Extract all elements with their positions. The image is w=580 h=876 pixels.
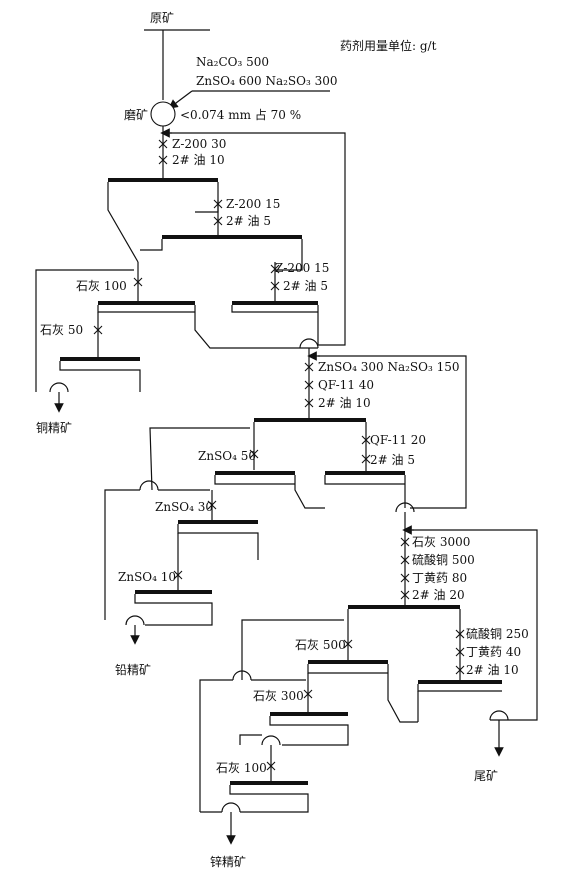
copper-clean2-cell [59,357,141,392]
copper-clean1-reagent: 石灰 100 [76,279,127,293]
zinc-clean3-cell [229,781,309,813]
zinc-clean2-reagent: 石灰 300 [253,689,304,703]
lead-clean3-reagent: ZnSO₄ 10 [118,570,176,584]
copper-scav1-reagent-1: Z-200 15 [226,197,280,211]
zinc-rougher-reagent-4: 2# 油 20 [412,588,465,602]
tailings-label: 尾矿 [474,769,498,783]
reagent-arrow [168,90,193,109]
reagent-point-zinc-clean1 [343,639,353,649]
copper-clean1-cell [97,301,318,349]
lead-scav-reagent-1: QF-11 20 [370,433,426,447]
reagent-point-zinc-clean2 [303,689,313,699]
grinding-mill-icon [150,101,176,127]
lead-clean3-cell [134,590,213,626]
zinc-clean2-cell [269,712,349,746]
reagent-point-copper-clean2 [93,325,103,335]
lead-rougher-cell [253,418,367,472]
zinc-clean3-reagent: 石灰 100 [216,761,267,775]
reagent-point-zinc-rougher [400,537,410,600]
reagent-point-copper-scav2 [270,264,280,291]
zinc-clean1-reagent: 石灰 500 [295,638,346,652]
reagent-point-zinc-scav [455,629,465,675]
reagent-point-copper-scav1 [213,199,223,226]
pipe-crossover-icon [299,338,319,349]
lead-rougher-reagent-3: 2# 油 10 [318,396,371,410]
lead-clean1-recycle [149,427,250,491]
grinding-label: 磨矿 [124,108,148,122]
copper-scav1-reagent-2: 2# 油 5 [226,214,271,228]
copper-clean2-reagent: 石灰 50 [40,323,83,337]
reagent-point-copper-rougher [158,139,168,165]
copper-scav1-cell [140,235,303,271]
lead-scav-recycle [318,355,467,509]
lead-clean1-reagent: ZnSO₄ 50 [198,449,256,463]
reagent-point-zinc-clean3 [266,761,276,771]
copper-clean1-recycle [35,269,134,392]
feed-label: 原矿 [150,11,174,25]
copper-scav-recycle [170,132,346,346]
reagent-point-lead-clean3 [173,570,183,580]
unit-note: 药剂用量单位: g/t [340,38,437,53]
grinding-reagent-2: ZnSO₄ 600 Na₂SO₃ 300 [196,74,338,88]
copper-rougher-reagent-2: 2# 油 10 [172,153,225,167]
reagent-point-lead-clean1 [249,449,259,459]
copper-rougher-cell [107,178,219,263]
copper-scav2-reagent-1: Z-200 15 [275,261,329,275]
grinding-reagent-1: Na₂CO₃ 500 [196,55,269,69]
lead-product-label: 铅精矿 [115,663,151,677]
copper-scav2-reagent-2: 2# 油 5 [283,279,328,293]
reagent-point-copper-clean1 [133,277,143,287]
copper-scav2-cell [231,301,319,345]
lead-clean2-reagent: ZnSO₄ 30 [155,500,213,514]
lead-rougher-reagent-2: QF-11 40 [318,378,374,392]
lead-clean1-cell [214,471,325,509]
reagent-point-lead-rougher [304,362,314,408]
zinc-rougher-reagent-1: 石灰 3000 [412,535,470,549]
zinc-scav-recycle [412,529,538,721]
zinc-product-label: 锌精矿 [210,855,246,869]
lead-scav-reagent-2: 2# 油 5 [370,453,415,467]
reagent-point-lead-clean2 [207,500,217,510]
zinc-rougher-reagent-2: 硫酸铜 500 [412,552,475,567]
copper-rougher-reagent-1: Z-200 30 [172,137,226,151]
zinc-scav-cell [417,680,502,722]
lead-rougher-reagent-1: ZnSO₄ 300 Na₂SO₃ 150 [318,360,460,374]
zinc-rougher-cell [347,605,461,680]
lead-clean2-cell [177,520,259,560]
zinc-clean2-recycle [199,679,233,812]
zinc-scav-reagent-1: 硫酸铜 250 [466,626,529,641]
zinc-rougher-reagent-3: 丁黄药 80 [412,571,467,585]
lead-scav-cell [324,471,406,508]
copper-product-label: 铜精矿 [36,420,72,435]
fineness-label: <0.074 mm 占 70 % [180,107,301,122]
zinc-scav-reagent-3: 2# 油 10 [466,663,519,677]
zinc-clean1-recycle [241,619,344,680]
reagent-point-lead-scav [361,435,371,464]
zinc-scav-reagent-2: 丁黄药 40 [466,645,521,659]
lead-clean2-recycle [104,489,140,620]
